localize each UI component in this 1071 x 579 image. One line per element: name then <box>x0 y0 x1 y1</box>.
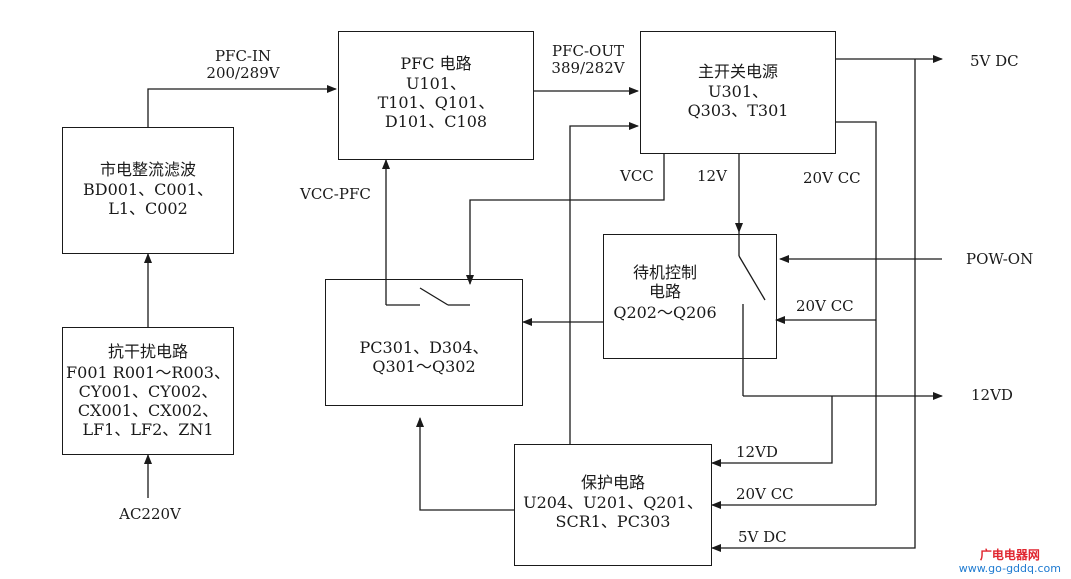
label-pow-on: POW-ON <box>966 250 1034 268</box>
main-psu-title: 主开关电源 <box>697 62 778 81</box>
watermark: 广电电器网 www.go-gddq.com <box>958 548 1061 576</box>
label-12v: 12V <box>697 167 727 185</box>
wire-protect-to-main <box>569 122 639 444</box>
emi-title: 抗干扰电路 <box>107 342 188 361</box>
wire-protect-to-relay <box>416 417 514 511</box>
wire-vcc-pfc <box>386 160 420 306</box>
label-5vdc-protect: 5V DC <box>738 528 787 546</box>
label-ac220v: AC220V <box>119 505 181 523</box>
wire-5vdc-to-protect <box>711 59 916 552</box>
rectifier-title: 市电整流滤波 <box>99 160 196 179</box>
label-pfc-out: PFC-OUT 389/282V <box>551 42 625 77</box>
label-5vdc-out: 5V DC <box>970 52 1019 70</box>
pfc-parts: U101、 T101、Q101、 D101、C108 <box>377 74 495 131</box>
label-12vd-out: 12VD <box>971 386 1013 404</box>
label-vcc-pfc: VCC-PFC <box>300 185 371 203</box>
standby-switch <box>738 255 766 301</box>
emi-parts: F001 R001～R003、 CY001、CY002、 CX001、CX002… <box>66 363 230 439</box>
watermark-url: www.go-gddq.com <box>958 562 1061 575</box>
rectifier-parts: BD001、C001、 L1、C002 <box>83 180 213 218</box>
label-pfc-in: PFC-IN 200/289V <box>206 47 280 82</box>
standby-title: 待机控制 电路 <box>632 263 697 301</box>
relay-switch <box>419 287 449 306</box>
label-20vcc-top: 20V CC <box>803 169 861 187</box>
pfc-block: PFC 电路 U101、 T101、Q101、 D101、C108 <box>338 31 534 160</box>
protection-block: 保护电路 U204、U201、Q201、 SCR1、PC303 <box>514 444 712 566</box>
standby-control-block: 待机控制 电路 Q202～Q206 <box>603 234 777 359</box>
relay-control-block: PC301、D304、 Q301～Q302 <box>325 279 523 406</box>
protection-title: 保护电路 <box>580 473 645 492</box>
wire-pfc-in <box>147 85 337 127</box>
main-psu-parts: U301、 Q303、T301 <box>687 82 789 120</box>
watermark-site: 广电电器网 <box>979 548 1040 562</box>
protection-parts: U204、U201、Q201、 SCR1、PC303 <box>523 493 703 531</box>
label-12vd-protect: 12VD <box>736 443 778 461</box>
label-vcc: VCC <box>620 167 654 185</box>
wire-vcc <box>466 154 665 285</box>
label-20vcc-standby: 20V CC <box>796 297 854 315</box>
wire-12vd-to-protect <box>711 396 833 467</box>
main-psu-block: 主开关电源 U301、 Q303、T301 <box>640 31 836 154</box>
pfc-title: PFC 电路 <box>400 54 472 73</box>
emi-filter-block: 抗干扰电路 F001 R001～R003、 CY001、CY002、 CX001… <box>62 327 234 455</box>
relay-parts: PC301、D304、 Q301～Q302 <box>359 338 489 376</box>
standby-parts: Q202～Q206 <box>613 303 717 322</box>
wire-20vcc-bus <box>836 121 877 505</box>
rectifier-filter-block: 市电整流滤波 BD001、C001、 L1、C002 <box>62 127 234 254</box>
label-20vcc-protect: 20V CC <box>736 485 794 503</box>
